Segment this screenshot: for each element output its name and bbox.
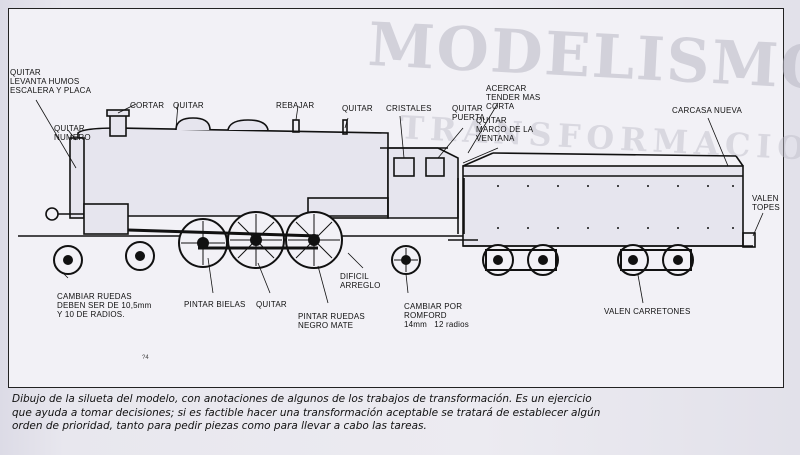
label-cambiar-ruedas: CAMBIAR RUEDAS DEBEN SER DE 10,5mm Y 10 … (57, 292, 152, 319)
label-valen-carretones: VALEN CARRETONES (604, 307, 691, 316)
label-quitar-2: QUITAR (342, 104, 373, 113)
label-quitar-1: QUITAR (173, 101, 204, 110)
label-acercar-tender: ACERCAR TENDER MAS CORTA (486, 84, 541, 111)
pencil-note: ?4 (142, 355, 149, 361)
label-cristales: CRISTALES (386, 104, 432, 113)
label-pintar-bielas: PINTAR BIELAS (184, 300, 246, 309)
locomotive-drawing (18, 99, 764, 304)
label-pintar-ruedas: PINTAR RUEDAS NEGRO MATE (298, 312, 365, 330)
label-valen-topes: VALEN TOPES (752, 194, 780, 212)
label-cortar: CORTAR (130, 101, 165, 110)
label-quitar-puerta: QUITAR PUERTA (452, 104, 485, 122)
label-dificil-arreglo: DIFICIL ARREGLO (340, 272, 381, 290)
label-carcasa-nueva: CARCASA NUEVA (672, 106, 743, 115)
label-quitar-numero: QUITAR NUMERO (54, 124, 91, 142)
label-cambiar-por-romford: CAMBIAR POR ROMFORD 14mm 12 radios (404, 302, 470, 329)
label-quitar-marco: QUITAR MARCO DE LA VENTANA (476, 116, 534, 143)
label-quitar-levanta-humos: QUITAR LEVANTA HUMOS ESCALERA Y PLACA (10, 68, 92, 95)
label-rebajar: REBAJAR (276, 101, 315, 110)
label-quitar-3: QUITAR (256, 300, 287, 309)
figure-caption: Dibujo de la silueta del modelo, con ano… (12, 393, 601, 432)
